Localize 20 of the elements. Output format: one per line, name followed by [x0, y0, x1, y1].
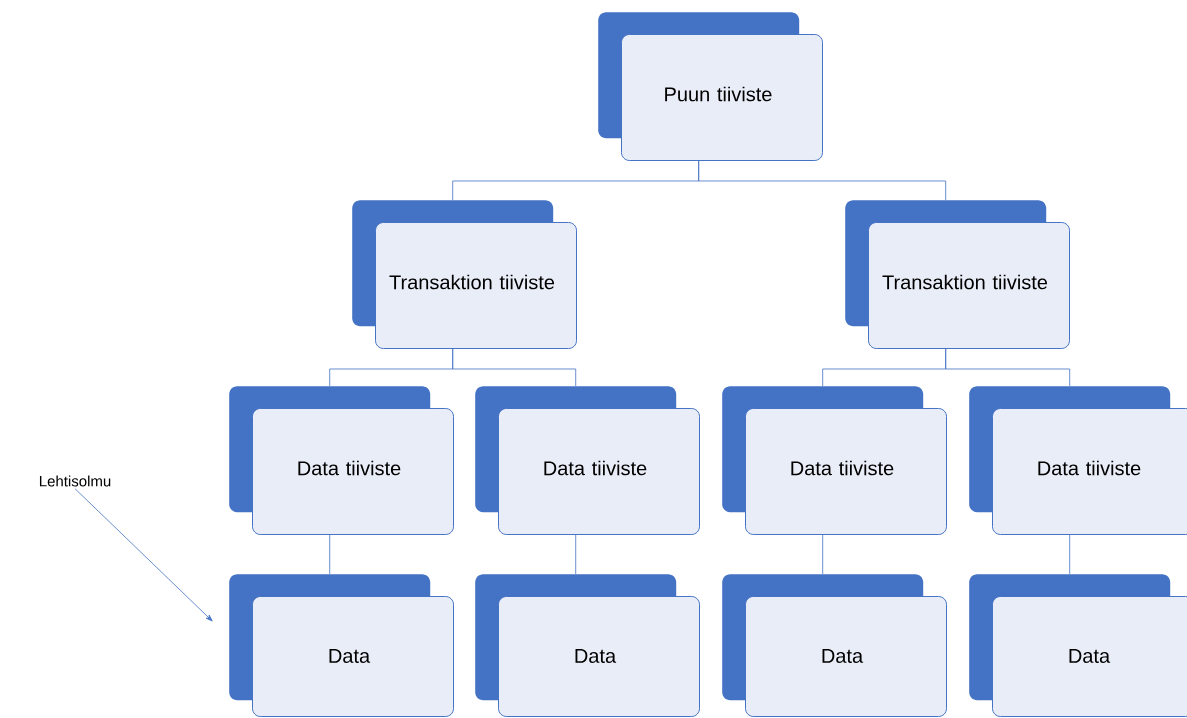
hash-box: Data — [969, 574, 1187, 717]
connector-line — [698, 160, 947, 201]
callout-text: Lehtisolmu — [39, 475, 111, 487]
hash-box: Data tiiviste — [475, 386, 700, 535]
leader-arrow — [74, 488, 213, 622]
connector-line — [1069, 534, 1071, 575]
hash-box: Data tiiviste — [969, 386, 1187, 535]
connector-line — [452, 348, 577, 387]
connector-line — [945, 348, 1071, 387]
hash-box: Data — [475, 574, 700, 717]
hash-box: Data tiiviste — [722, 386, 947, 535]
hash-box: Transaktion tiiviste — [845, 200, 1070, 349]
hash-box: Transaktion tiiviste — [352, 200, 577, 349]
connector-line — [822, 534, 824, 575]
hash-box: Data tiiviste — [229, 386, 454, 535]
connector-line — [329, 534, 331, 575]
hash-box: Puun tiiviste — [598, 12, 823, 161]
connector-line — [575, 534, 577, 575]
hash-box: Data — [229, 574, 454, 717]
hash-box: Data — [722, 574, 947, 717]
